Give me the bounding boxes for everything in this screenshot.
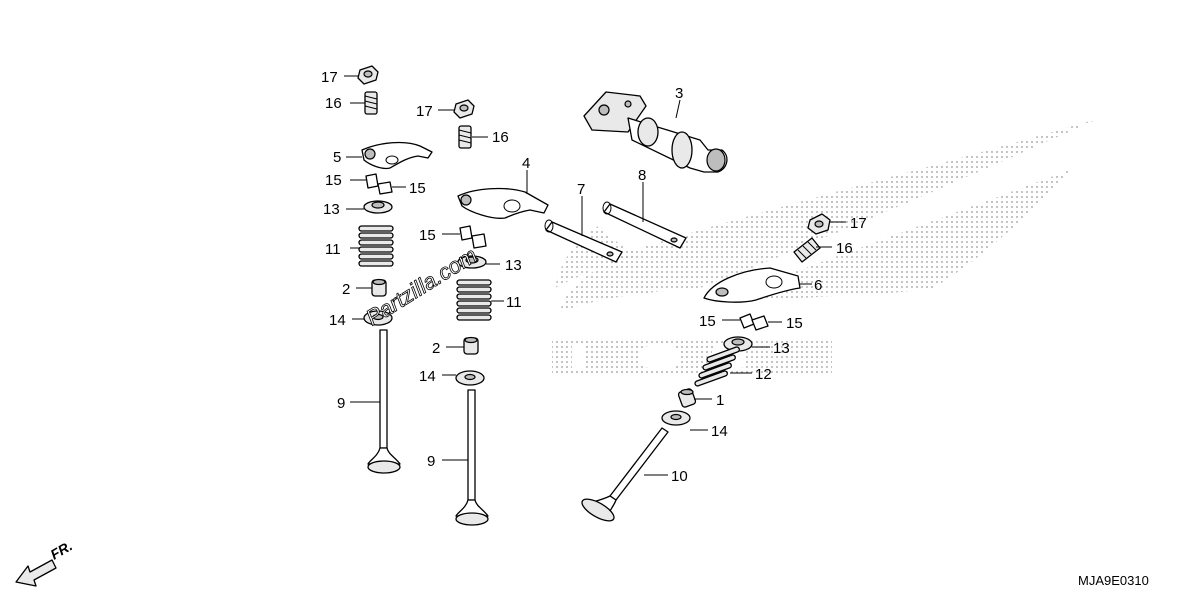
callout-1: 1 — [716, 392, 724, 409]
callout-10: 10 — [671, 468, 688, 485]
callout-5: 5 — [333, 149, 341, 166]
callout-9: 9 — [337, 395, 345, 412]
callout-13: 13 — [323, 201, 340, 218]
exhaust-valve-spring — [694, 346, 740, 387]
callout-15: 15 — [325, 172, 342, 189]
callout-16: 16 — [325, 95, 342, 112]
valve-adjusting-nut — [357, 65, 379, 85]
callout-labels: 17 16 17 16 5 15 15 13 11 2 14 9 4 15 13… — [321, 69, 867, 485]
callout-16: 16 — [836, 240, 853, 257]
exhaust-valve — [581, 427, 669, 522]
rocker-arm-shaft-8 — [602, 201, 687, 249]
valve-cotter-pair-left — [365, 173, 393, 195]
front-direction-indicator: FR. — [15, 537, 76, 587]
front-arrow-icon — [15, 559, 57, 587]
callout-11: 11 — [325, 241, 341, 258]
spring-seat-left — [363, 310, 393, 326]
callout-17: 17 — [321, 69, 338, 86]
rocker-arm-shaft-7 — [544, 219, 623, 263]
spring-seat-middle — [455, 370, 485, 386]
rocker-arm-5 — [361, 141, 433, 170]
tappet-adjusting-screw — [364, 91, 378, 115]
valve-cotter-pair-middle — [459, 225, 487, 249]
callout-16: 16 — [492, 129, 509, 146]
rocker-arm-4 — [457, 187, 549, 219]
callout-9: 9 — [427, 453, 435, 470]
valve-adjusting-nut — [453, 99, 475, 119]
brand-wing-logo — [552, 118, 1100, 374]
front-label: FR. — [48, 537, 76, 562]
callout-6: 6 — [814, 277, 822, 294]
callout-14: 14 — [711, 423, 728, 440]
leader-lines — [344, 75, 846, 476]
callout-4: 4 — [522, 155, 530, 172]
callout-17: 17 — [416, 103, 433, 120]
callout-13: 13 — [505, 257, 522, 274]
camshaft — [583, 91, 728, 173]
intake-valve-left — [367, 329, 401, 474]
rocker-arm-6 — [703, 267, 801, 303]
callout-14: 14 — [419, 368, 436, 385]
valve-spring-left — [358, 225, 394, 267]
callout-2: 2 — [342, 281, 350, 298]
callout-13: 13 — [773, 340, 790, 357]
valve-stem-seal-left — [371, 278, 387, 297]
callout-11: 11 — [506, 294, 522, 311]
valve-cotter-pair-right — [739, 313, 769, 331]
callout-8: 8 — [638, 167, 646, 184]
tappet-adjusting-screw — [458, 125, 472, 149]
exhaust-valve-stem-seal — [677, 388, 697, 408]
spring-retainer-middle — [457, 255, 487, 269]
callout-17: 17 — [850, 215, 867, 232]
callout-3: 3 — [675, 85, 683, 102]
callout-12: 12 — [755, 366, 772, 383]
intake-valve-middle — [455, 389, 489, 526]
callout-15: 15 — [409, 180, 426, 197]
callout-15: 15 — [419, 227, 436, 244]
callout-15: 15 — [699, 313, 716, 330]
callout-14: 14 — [329, 312, 346, 329]
valve-stem-seal-middle — [463, 336, 479, 355]
tappet-adjusting-screw — [793, 237, 821, 263]
callout-7: 7 — [577, 181, 585, 198]
callout-2: 2 — [432, 340, 440, 357]
diagram-code: MJA9E0310 — [1078, 573, 1149, 588]
callout-15: 15 — [786, 315, 803, 332]
valve-adjusting-nut — [807, 213, 831, 235]
spring-seat-right — [661, 410, 691, 426]
valve-spring-middle — [456, 279, 492, 321]
spring-retainer-left — [363, 200, 393, 214]
